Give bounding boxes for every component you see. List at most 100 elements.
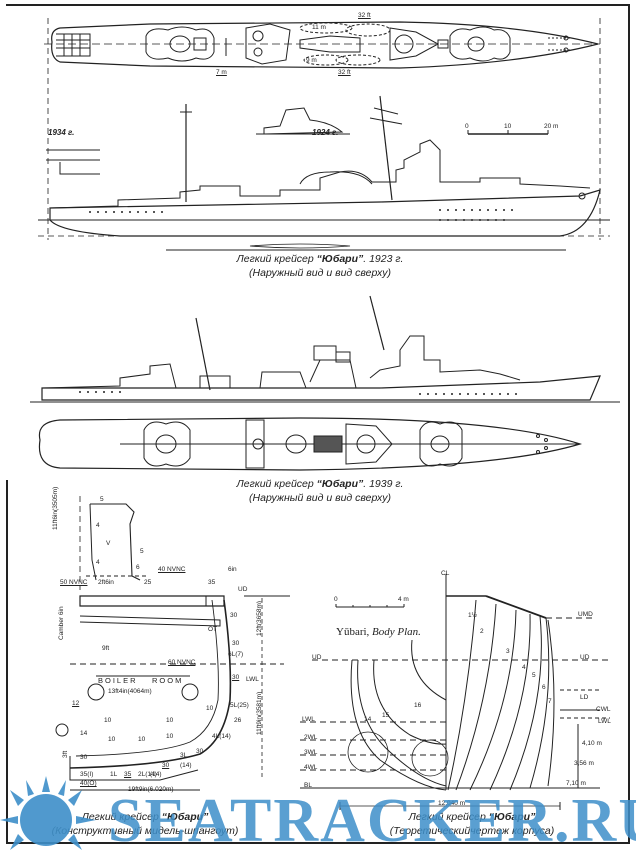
dim-label-32ft-bottom: 32 ft bbox=[338, 69, 351, 76]
ms-label-5l25: 5L(25) bbox=[230, 702, 249, 709]
bp-scale-label-0: 0 bbox=[334, 596, 338, 603]
caption-1923: Легкий крейсер “Юбари”. 1923 г. (Наружны… bbox=[200, 252, 440, 280]
ms-label-10e: 10 bbox=[138, 736, 146, 743]
caption-1939-year: . 1939 г. bbox=[363, 478, 404, 490]
ms-label-10b: 10 bbox=[104, 717, 112, 724]
bp-label-umd: UMD bbox=[578, 611, 593, 618]
ms-label-1l: 1L bbox=[110, 771, 118, 778]
bp-label-ld: LD bbox=[580, 694, 589, 701]
plan-view-1939 bbox=[38, 417, 583, 471]
midship-section-drawing bbox=[55, 496, 290, 791]
bp-label-3wl: 3WL bbox=[304, 749, 318, 756]
bp-dim-7-10m: 7,10 m bbox=[566, 780, 586, 787]
ms-label-6l7: 6L(7) bbox=[228, 651, 244, 658]
inset-label-1934: 1934 г. bbox=[48, 128, 75, 137]
bp-label-cwl: CWL bbox=[596, 706, 611, 713]
bridge-plan bbox=[225, 23, 291, 65]
ms-dim-19ft9in: 19ft9in(6.020m) bbox=[128, 786, 174, 793]
scale-label-20m: 20 m bbox=[544, 123, 559, 130]
caption-body-plan-prefix: Легкий крейсер bbox=[408, 811, 489, 823]
caption-body-plan: Легкий крейсер “Юбари” (Теоретическийчер… bbox=[372, 810, 572, 838]
ms-label-ud: UD bbox=[238, 586, 248, 593]
ms-label-35i: 35(I) bbox=[80, 771, 94, 778]
ms-label-2l14: 2L(14) bbox=[138, 771, 157, 778]
bp-label-ud-left: UD bbox=[312, 654, 322, 661]
dim-label-7m: 7 m bbox=[216, 69, 227, 76]
caption-1923-prefix: Легкий крейсер bbox=[236, 253, 317, 265]
caption-midship-ship-name: “Юбари” bbox=[161, 811, 209, 823]
ms-label-30b: 30 bbox=[232, 640, 240, 647]
ms-label-4l14: 4L(14) bbox=[212, 733, 231, 740]
profile-view-1939 bbox=[30, 295, 620, 403]
ms-label-room: ROOM bbox=[152, 676, 184, 685]
watermark-text: SEATRACKER.RU bbox=[108, 787, 636, 855]
caption-body-plan-ship-name: “Юбари” bbox=[488, 811, 536, 823]
ms-label-3ft: 3ft bbox=[62, 750, 69, 758]
bp-scale-label-4m: 4 m bbox=[398, 596, 409, 603]
bp-label-lwl-left: LWL bbox=[302, 716, 315, 723]
ms-dim-11ft6in: 11ft6in(3505m) bbox=[52, 486, 59, 530]
bp-label-2wl: 2WL bbox=[304, 734, 318, 741]
bp-station-3: 3 bbox=[506, 648, 510, 655]
bp-station-7: 7 bbox=[548, 698, 552, 705]
ms-label-6in: 6in bbox=[228, 566, 237, 573]
ms-label-boiler: BOILER bbox=[98, 676, 138, 685]
ms-label-30f: 30 bbox=[80, 754, 88, 761]
ms-dim-2ft6in: 2ft6in bbox=[98, 579, 114, 586]
ms-label-10c: 10 bbox=[166, 717, 174, 724]
ms-label-30c: 30 bbox=[232, 674, 240, 681]
dim-label-11m: 11 m bbox=[312, 24, 326, 31]
portholes bbox=[89, 209, 513, 221]
bp-dim-4-10m: 4,10 m bbox=[582, 740, 602, 747]
scale-label-0: 0 bbox=[465, 123, 469, 130]
ms-dim-9ft: 9ft bbox=[102, 645, 110, 652]
caption-midship-subtitle: (Конструктивный мидель-шпангоут) bbox=[51, 825, 239, 837]
ms-label-50nvnc: 50 NVNC bbox=[60, 579, 88, 586]
ms-label-3l-14: (14) bbox=[180, 762, 192, 769]
stern-grating bbox=[56, 33, 91, 57]
ms-dim-11ft9in: 11ft9in(3581m) bbox=[256, 691, 263, 735]
ms-label-ot: OT bbox=[208, 626, 218, 633]
body-plan-title-name: Yūbari, bbox=[336, 626, 373, 638]
bp-station-6: 6 bbox=[542, 684, 546, 691]
bp-label-4wl: 4WL bbox=[304, 764, 318, 771]
ms-label-4a: 4 bbox=[96, 522, 100, 529]
caption-1939-ship-name: “Юбари” bbox=[316, 478, 364, 490]
bp-station-1-5: 1½ bbox=[468, 612, 478, 619]
ms-label-30e: 30 bbox=[162, 762, 170, 769]
ms-label-30d: 30 bbox=[196, 748, 204, 755]
ms-label-v: V bbox=[106, 540, 111, 547]
profile-view-1923 bbox=[38, 95, 610, 251]
bp-station-15: 15 bbox=[382, 712, 390, 719]
bp-label-ud-right: UD bbox=[580, 654, 590, 661]
caption-midship-prefix: Легкий крейсер bbox=[81, 811, 162, 823]
scale-label-10: 10 bbox=[504, 123, 512, 130]
ms-dim-12ft: 12ft(3658m) bbox=[256, 600, 263, 636]
bp-dim-beam: 12,040 m bbox=[438, 800, 466, 807]
caption-1939-subtitle: (Наружный вид и вид сверху) bbox=[249, 492, 391, 504]
ms-dim-13ft4in: 13ft4in(4064m) bbox=[108, 688, 152, 695]
ms-label-lwl: LWL bbox=[246, 676, 259, 683]
ms-label-14: 14 bbox=[80, 730, 88, 737]
bp-station-14: 14 bbox=[364, 716, 372, 723]
ms-label-10a: 10 bbox=[206, 705, 214, 712]
sheet-border-left bbox=[6, 480, 8, 844]
ms-label-4b: 4 bbox=[96, 559, 100, 566]
caption-midship: Легкий крейсер “Юбари” (Конструктивный м… bbox=[40, 810, 250, 838]
body-plan-drawing bbox=[300, 574, 610, 810]
ms-label-camber: Camber 6in bbox=[58, 606, 65, 640]
body-plan-title: Yūbari, Body Plan. bbox=[336, 626, 421, 638]
bp-label-cl: CL bbox=[441, 570, 450, 577]
ms-label-35: 35 bbox=[208, 579, 216, 586]
caption-1939: Легкий крейсер “Юбари”. 1939 г. (Наружны… bbox=[200, 477, 440, 505]
ms-label-6: 6 bbox=[136, 564, 140, 571]
ms-label-10d: 10 bbox=[108, 736, 116, 743]
ms-label-10f: 10 bbox=[166, 733, 174, 740]
inset-label-1924: 1924 г. bbox=[312, 128, 339, 137]
dim-label-32ft-top: 32 ft bbox=[358, 12, 371, 19]
ms-label-40o: 40(O) bbox=[80, 780, 97, 787]
caption-body-plan-subtitle: (Теоретическийчертеж корпуса) bbox=[389, 825, 555, 837]
bp-label-bl: BL bbox=[304, 782, 312, 789]
caption-1923-subtitle: (Наружный вид и вид сверху) bbox=[249, 267, 391, 279]
